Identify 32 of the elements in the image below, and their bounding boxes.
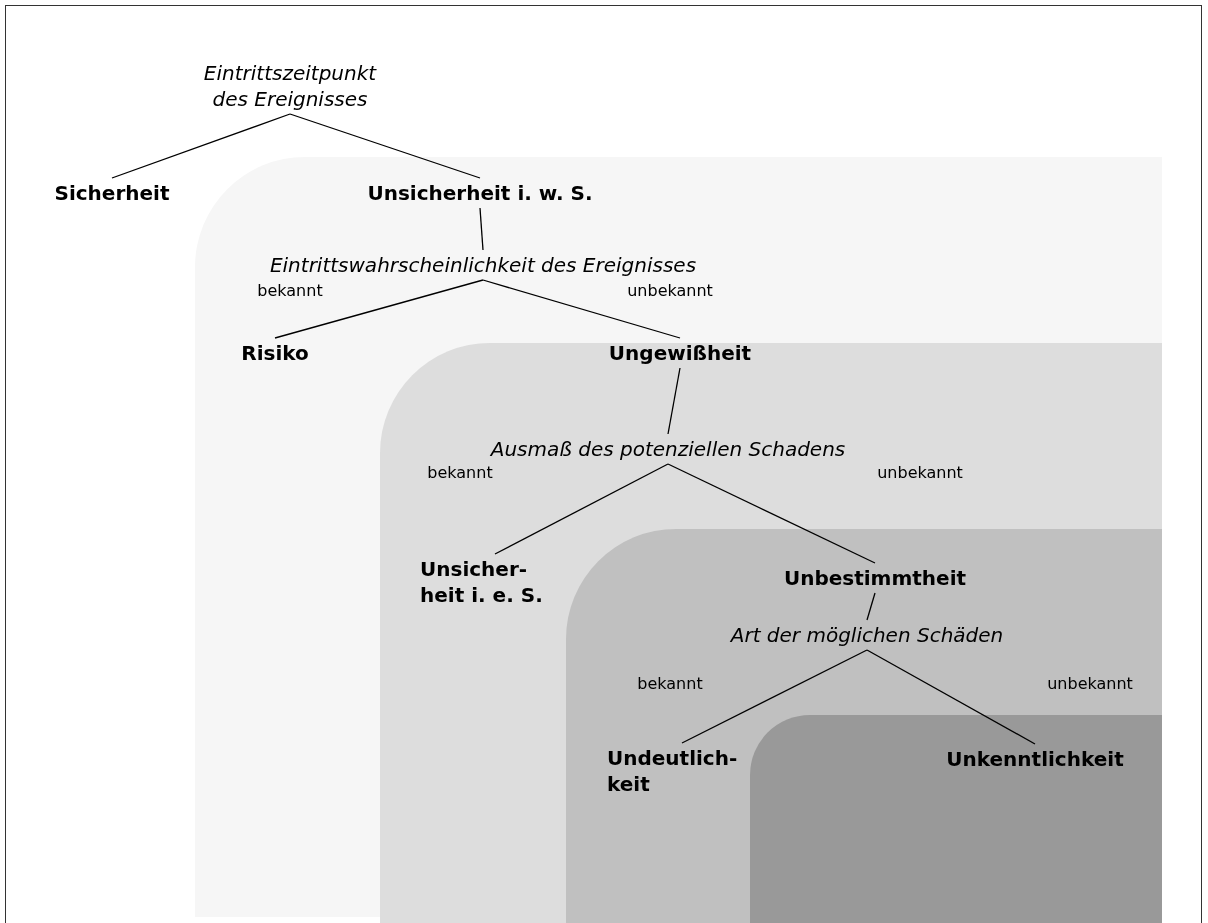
connector-line xyxy=(667,463,876,564)
criterion-label: Eintrittswahrscheinlichkeit des Ereignisses xyxy=(269,252,697,278)
edge-label: unbekannt xyxy=(627,281,713,300)
criterion-label: Eintrittszeitpunkt des Ereignisses xyxy=(190,60,390,112)
category-label: Sicherheit xyxy=(54,180,170,206)
criterion-label: Ausmaß des potenziellen Schadens xyxy=(490,436,846,462)
connector-line xyxy=(479,207,484,251)
connector-line xyxy=(866,649,1036,745)
category-label: Unkenntlichkeit xyxy=(946,746,1124,772)
edge-label: bekannt xyxy=(427,463,493,482)
edge-label: bekannt xyxy=(257,281,323,300)
connector-line xyxy=(667,367,681,435)
connector-line xyxy=(681,649,868,744)
connector-line xyxy=(289,113,481,179)
criterion-label: Art der möglichen Schäden xyxy=(730,622,1004,648)
edge-label: unbekannt xyxy=(1047,674,1133,693)
category-label: Undeutlich- keit xyxy=(607,745,757,797)
connector-line xyxy=(111,113,291,179)
background-band xyxy=(566,529,1162,923)
category-label: Unsicher- heit i. e. S. xyxy=(420,556,570,608)
connector-line xyxy=(866,592,876,621)
category-label: Unsicherheit i. w. S. xyxy=(367,180,593,206)
background-band xyxy=(750,715,1162,923)
background-band xyxy=(380,343,1162,923)
edge-label: bekannt xyxy=(637,674,703,693)
connector-line xyxy=(494,463,669,555)
category-label: Ungewißheit xyxy=(608,340,752,366)
category-label: Risiko xyxy=(241,340,309,366)
connector-line xyxy=(274,279,484,339)
category-label: Unbestimmtheit xyxy=(783,565,967,591)
connector-line xyxy=(482,279,681,339)
edge-label: unbekannt xyxy=(877,463,963,482)
